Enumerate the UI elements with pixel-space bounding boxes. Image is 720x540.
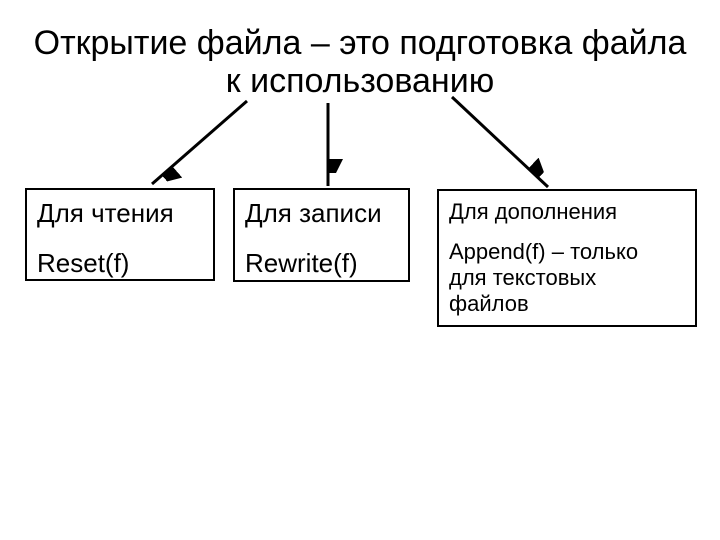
append-box: Для дополнения Append(f) – только для те…	[437, 189, 697, 327]
append-box-heading: Для дополнения	[449, 199, 618, 224]
arrow-to-append-box	[450, 95, 550, 189]
slide-title-line-1: Открытие файла – это подготовка файла	[33, 24, 687, 62]
read-box-command: Reset(f)	[37, 248, 130, 278]
read-box-heading: Для чтения	[37, 198, 174, 228]
slide-title-line-2: к использованию	[225, 62, 495, 100]
write-box-command: Rewrite(f)	[245, 248, 358, 278]
append-box-command: Append(f) – только для текстовых файлов	[449, 239, 639, 316]
write-box-heading: Для записи	[245, 198, 382, 228]
slide-title: Открытие файла – это подготовка файла к …	[0, 24, 720, 100]
write-box: Для записи Rewrite(f)	[233, 188, 410, 282]
read-box: Для чтения Reset(f)	[25, 188, 215, 281]
arrow-to-read-box	[151, 99, 248, 184]
